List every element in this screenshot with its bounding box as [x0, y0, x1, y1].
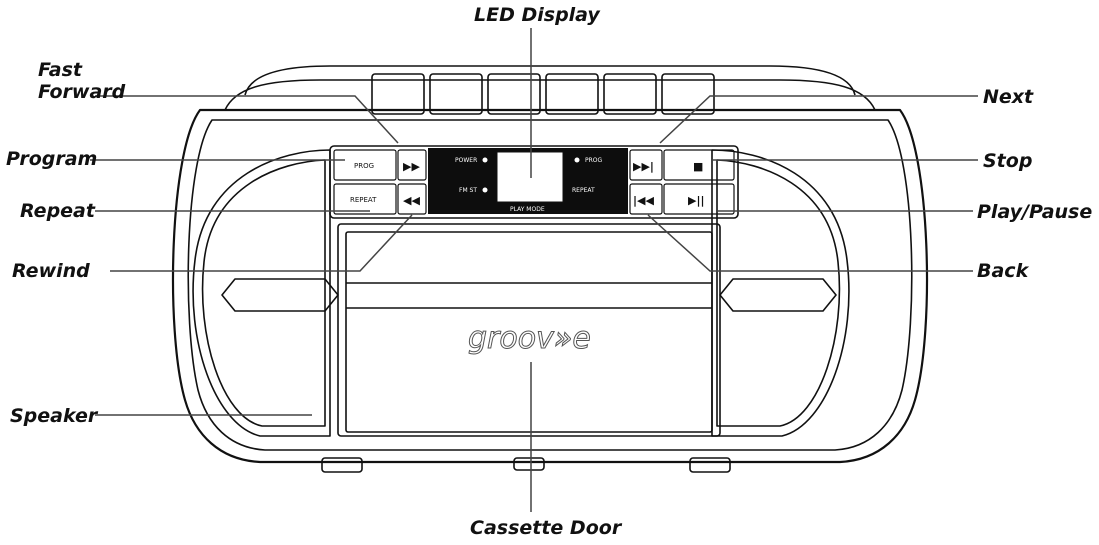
play-pause-icon: ▶||: [688, 194, 705, 207]
callout-led-display: LED Display: [474, 4, 600, 26]
prog-button-label: PROG: [354, 162, 374, 170]
top-keys: [371, 73, 715, 115]
panel-prog-label: PROG: [585, 157, 603, 164]
callout-stop: Stop: [983, 150, 1033, 172]
rewind-icon: ◀◀: [403, 194, 420, 207]
leader-next: [659, 95, 978, 144]
right-speaker: [711, 149, 850, 437]
panel-play-mode-label: PLAY MODE: [510, 206, 545, 213]
control-strip: [329, 145, 739, 219]
boombox-body-inner: [187, 119, 913, 451]
foot-right: [689, 457, 731, 473]
callout-repeat: Repeat: [20, 200, 95, 222]
leader-fast-forward: [95, 95, 399, 144]
boombox-body: [171, 108, 929, 464]
leader-rewind: [110, 214, 413, 272]
callout-fast-forward-line-1: Fast: [38, 59, 83, 81]
cassette-door: [337, 223, 721, 437]
panel-power-label: POWER: [455, 157, 477, 164]
repeat-button-label: REPEAT: [350, 196, 377, 204]
callout-program: Program: [6, 148, 98, 170]
right-speaker-bar: [719, 278, 837, 312]
left-speaker-inner: [201, 159, 326, 427]
repeat-button[interactable]: [333, 183, 397, 215]
stop-icon: ■: [693, 160, 703, 173]
callout-rewind: Rewind: [12, 260, 90, 282]
panel-repeat-label: REPEAT: [572, 187, 595, 194]
led-screen: [496, 151, 564, 203]
right-speaker-inner: [716, 159, 841, 427]
fast-forward-icon: ▶▶: [403, 160, 420, 173]
cassette-door-inner: [345, 231, 713, 433]
top-rim: [224, 79, 876, 111]
callout-play-pause: Play/Pause: [977, 201, 1093, 223]
fm-st-indicator: [482, 187, 488, 193]
left-speaker-bar: [221, 278, 339, 312]
back-icon: |◀◀: [633, 194, 654, 207]
callout-fast-forward: Fast Forward: [38, 59, 125, 103]
callout-speaker: Speaker: [10, 405, 98, 427]
back-button[interactable]: [629, 183, 663, 215]
callout-next: Next: [983, 86, 1034, 108]
foot-left: [321, 457, 363, 473]
callout-back: Back: [977, 260, 1029, 282]
next-icon: ▶▶|: [633, 160, 654, 173]
next-button[interactable]: [629, 149, 663, 181]
play-pause-button[interactable]: [663, 183, 735, 215]
fast-forward-button[interactable]: [397, 149, 427, 181]
callout-cassette-door: Cassette Door: [470, 517, 622, 539]
callout-fast-forward-line-2: Forward: [38, 81, 126, 103]
prog-indicator: [574, 157, 580, 163]
power-indicator: [482, 157, 488, 163]
groove-logo: groov»e: [468, 321, 591, 356]
left-speaker: [192, 149, 331, 437]
stop-button[interactable]: [663, 149, 735, 181]
panel-fm-st-label: FM ST: [459, 187, 477, 194]
top-handle: [244, 65, 856, 96]
leader-back: [647, 214, 973, 272]
prog-button[interactable]: [333, 149, 397, 181]
foot-center: [513, 457, 545, 471]
rewind-button[interactable]: [397, 183, 427, 215]
